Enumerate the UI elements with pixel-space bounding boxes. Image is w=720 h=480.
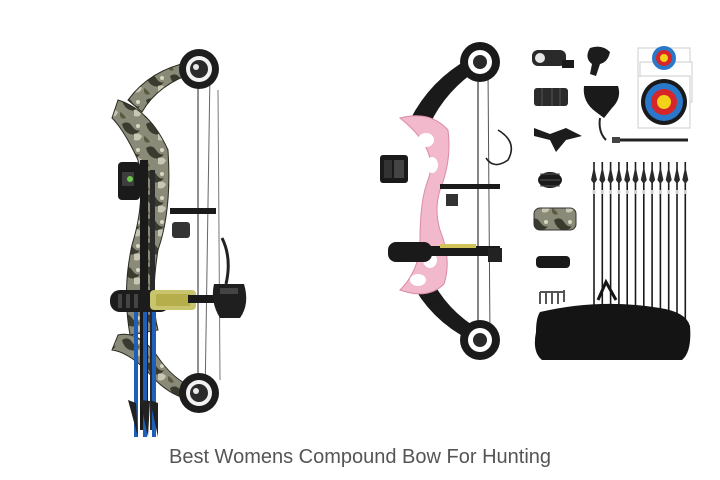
pink-compound-bow-kit xyxy=(380,42,513,360)
arrow-crest xyxy=(617,190,621,194)
arrow-crest xyxy=(683,190,687,194)
arrow-fletching xyxy=(649,166,656,184)
arrow-crest xyxy=(659,190,662,194)
arrow-fletching xyxy=(591,166,597,184)
page-caption: Best Womens Compound Bow For Hunting xyxy=(168,446,552,468)
arrow-fletching xyxy=(665,166,672,184)
arrow-crest xyxy=(600,190,604,194)
arrow-fletching xyxy=(607,166,614,184)
bow-case xyxy=(534,303,691,360)
arrow-crest xyxy=(592,190,596,194)
arrow-crest xyxy=(667,190,671,194)
arrow-crest xyxy=(642,190,646,194)
arrow-crest xyxy=(675,190,679,194)
camo-compound-bow xyxy=(110,49,247,437)
arrow-fletching xyxy=(632,166,639,184)
arrow-crest xyxy=(609,190,612,194)
arrow-fletching xyxy=(682,166,689,184)
target-faces xyxy=(637,46,693,129)
arrow-fletching xyxy=(657,166,664,184)
arrow-fletching xyxy=(624,166,631,184)
arrow-fletching xyxy=(615,166,622,184)
arrow-fletching xyxy=(640,166,647,184)
arrow-crest xyxy=(650,190,654,194)
arrow-fletching xyxy=(674,166,680,184)
kit-accessories xyxy=(532,46,693,360)
arrow-crest xyxy=(634,190,637,194)
arrow-fletching xyxy=(599,166,606,184)
arrow-crest xyxy=(625,190,629,194)
